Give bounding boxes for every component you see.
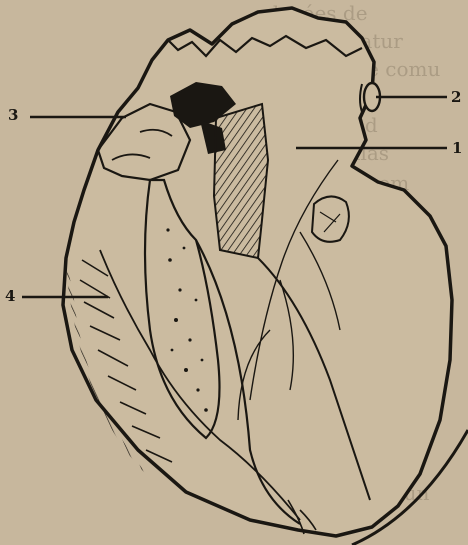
heart-outline (63, 8, 452, 536)
interventricular-region (214, 104, 268, 258)
label-1: 1 (452, 141, 462, 156)
label-3: 3 (8, 108, 18, 123)
label-2: 2 (451, 90, 461, 105)
label-4: 4 (5, 289, 15, 304)
